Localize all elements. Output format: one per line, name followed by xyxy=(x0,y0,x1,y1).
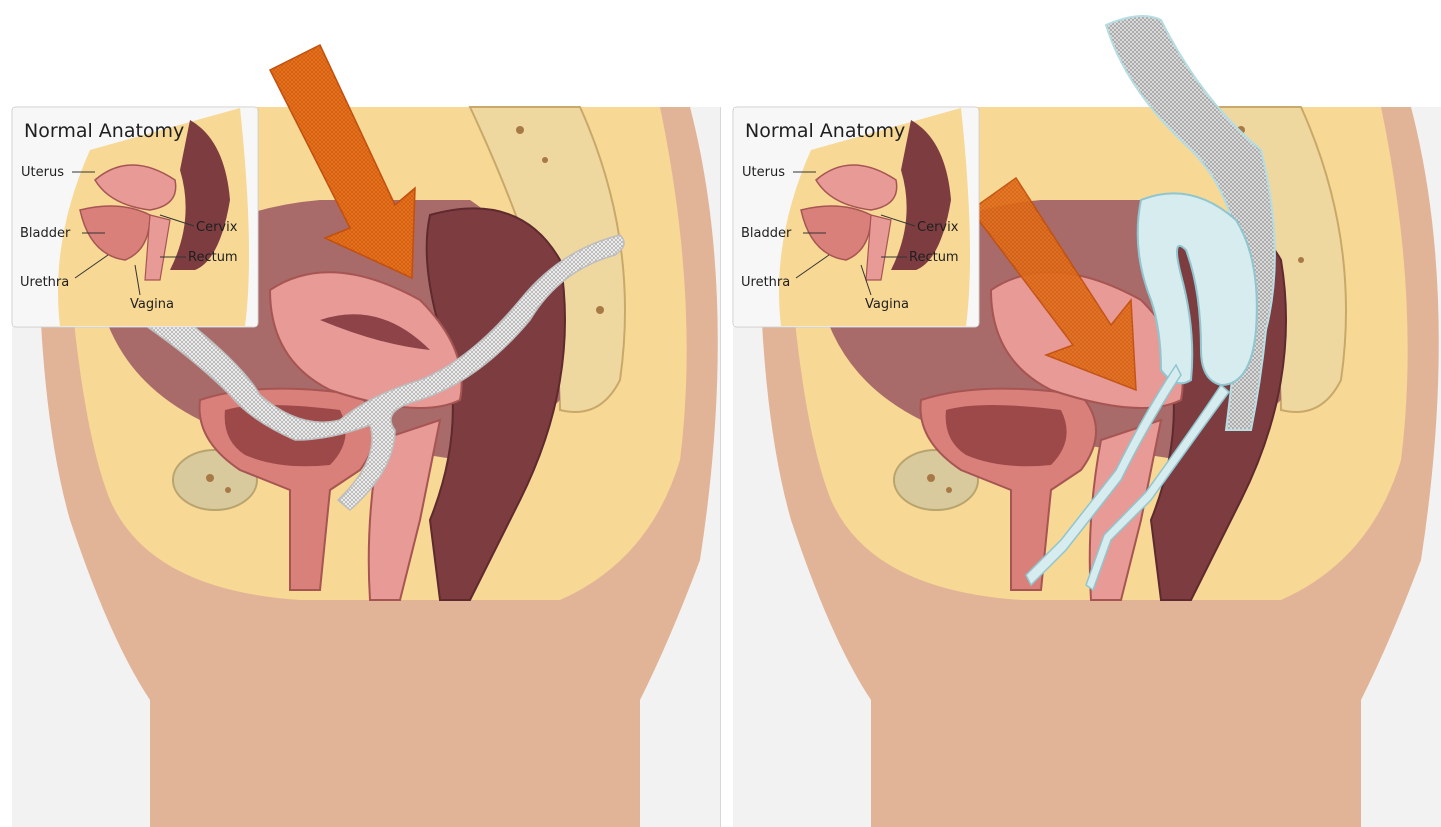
label-bladder: Bladder xyxy=(741,226,792,241)
label-cervix: Cervix xyxy=(196,220,238,235)
normal-anatomy-inset: Normal Anatomy Uterus Cervix Bladder Rec… xyxy=(733,107,979,327)
label-vagina: Vagina xyxy=(130,297,174,312)
left-anatomy-panel: Normal Anatomy Uterus Cervix Bladder Rec… xyxy=(0,0,720,827)
panel-divider xyxy=(720,107,721,827)
inset-title: Normal Anatomy xyxy=(745,120,905,142)
label-cervix: Cervix xyxy=(917,220,959,235)
label-urethra: Urethra xyxy=(20,275,69,290)
label-urethra: Urethra xyxy=(741,275,790,290)
label-uterus: Uterus xyxy=(21,165,64,180)
normal-anatomy-inset: Normal Anatomy Uterus Cervix Bladder Rec… xyxy=(12,107,258,327)
inset-title: Normal Anatomy xyxy=(24,120,184,142)
right-anatomy-illustration: Normal Anatomy Uterus Cervix Bladder Rec… xyxy=(721,0,1441,827)
right-anatomy-panel: Normal Anatomy Uterus Cervix Bladder Rec… xyxy=(721,0,1441,827)
label-rectum: Rectum xyxy=(909,250,959,265)
label-bladder: Bladder xyxy=(20,226,71,241)
label-rectum: Rectum xyxy=(188,250,238,265)
label-uterus: Uterus xyxy=(742,165,785,180)
left-anatomy-illustration: Normal Anatomy Uterus Cervix Bladder Rec… xyxy=(0,0,720,827)
label-vagina: Vagina xyxy=(865,297,909,312)
